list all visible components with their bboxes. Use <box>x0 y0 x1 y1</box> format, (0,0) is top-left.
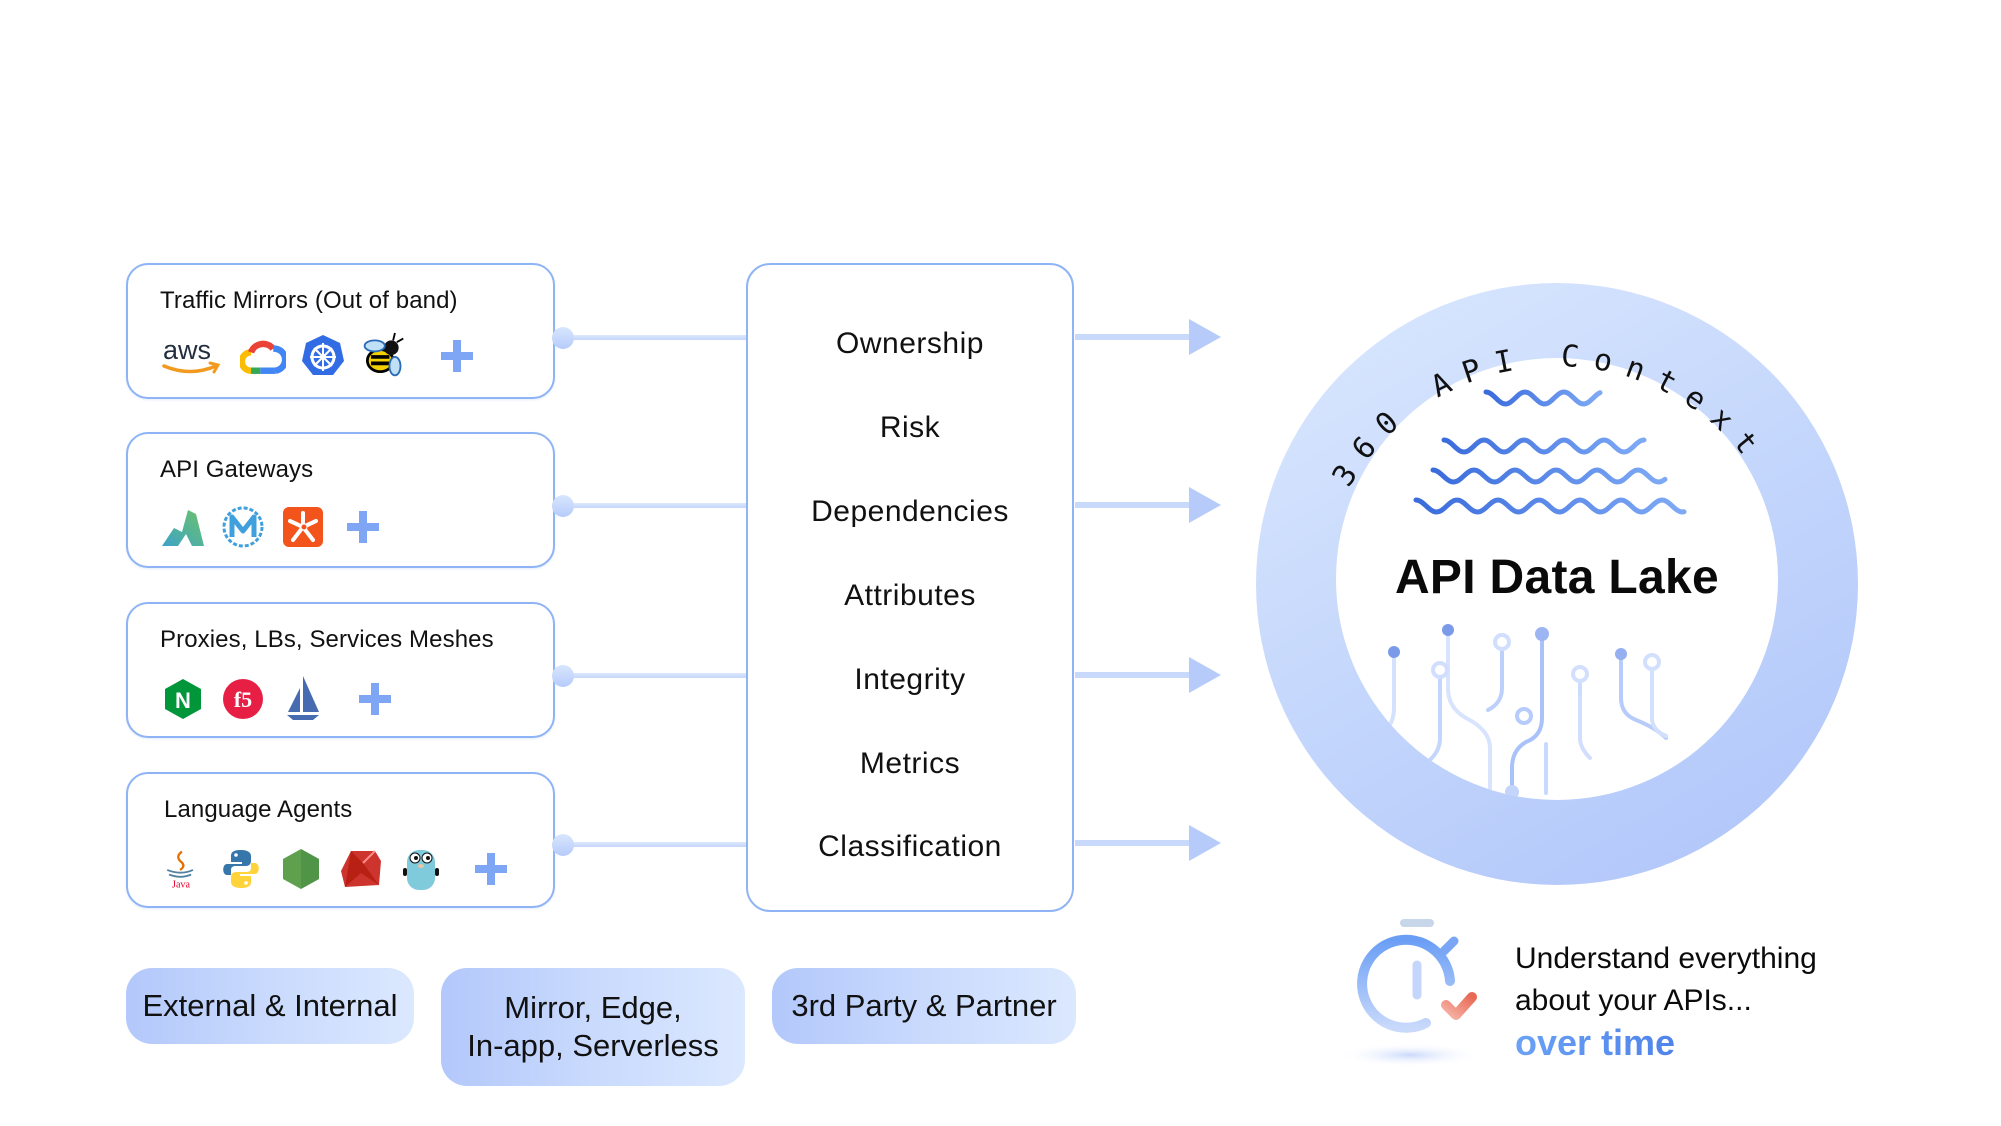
arrow-right-icon <box>1075 487 1221 523</box>
google-cloud-icon <box>240 333 286 379</box>
source-title: Language Agents <box>164 796 353 823</box>
icon-row: aws <box>160 331 480 381</box>
connector-line <box>562 673 746 678</box>
pill-label: External & Internal <box>142 988 398 1024</box>
context-item-attributes: Attributes <box>844 579 976 612</box>
source-box-api-gateways: API Gateways <box>126 432 555 568</box>
context-item-integrity: Integrity <box>854 663 966 696</box>
connector-dot <box>552 834 574 856</box>
context-item-classification: Classification <box>818 830 1002 863</box>
source-box-traffic-mirrors: Traffic Mirrors (Out of band) aws <box>126 263 555 399</box>
category-pill-3rd-party: 3rd Party & Partner <box>772 968 1076 1044</box>
source-box-proxies: Proxies, LBs, Services Meshes N f5 <box>126 602 555 738</box>
source-box-language-agents: Language Agents Java <box>126 772 555 908</box>
pill-label-line: In-app, Serverless <box>467 1028 719 1063</box>
category-pill-external-internal: External & Internal <box>126 968 414 1044</box>
connector-line <box>562 842 746 847</box>
tagline-line-1: Understand everything <box>1515 942 1817 975</box>
icon-row <box>160 502 386 552</box>
aws-wordmark: aws <box>163 335 211 365</box>
go-gopher-icon <box>398 846 444 892</box>
data-lake-title: API Data Lake <box>1394 551 1720 604</box>
zeek-bee-icon <box>360 332 406 379</box>
plus-icon[interactable] <box>434 333 480 379</box>
nginx-letter: N <box>175 688 191 713</box>
aws-icon: aws <box>160 333 226 379</box>
connector-dot <box>552 665 574 687</box>
icon-row: Java <box>158 844 514 894</box>
connector-dot <box>552 495 574 517</box>
plus-icon[interactable] <box>340 504 386 550</box>
arrow-right-icon <box>1075 657 1221 693</box>
connector-line <box>562 335 746 340</box>
tagline-accent: over time <box>1515 1022 1676 1063</box>
java-wordmark: Java <box>172 879 190 890</box>
nodejs-icon <box>278 846 324 892</box>
category-pill-deployment: Mirror, Edge, In-app, Serverless <box>441 968 745 1086</box>
pill-label: 3rd Party & Partner <box>791 988 1057 1024</box>
wave-lines-icon <box>1413 389 1687 515</box>
plus-icon[interactable] <box>352 676 398 722</box>
tagline-line-2: about your APIs... <box>1515 984 1752 1017</box>
python-icon <box>218 846 264 892</box>
f5-icon: f5 <box>220 676 266 722</box>
ring-label-arc: 360 API Context <box>1326 339 1773 493</box>
context-item-dependencies: Dependencies <box>811 495 1009 528</box>
pill-label-line: Mirror, Edge, <box>504 990 682 1026</box>
java-icon: Java <box>158 846 204 892</box>
mulesoft-icon <box>220 504 266 550</box>
apigee-star-icon <box>280 504 326 550</box>
kong-icon <box>160 504 206 550</box>
f5-letters: f5 <box>234 687 252 712</box>
connector-dot <box>552 327 574 349</box>
icon-row: N f5 <box>160 674 398 724</box>
context-item-risk: Risk <box>879 411 941 444</box>
nginx-icon: N <box>160 676 206 722</box>
ring-label: 360 API Context <box>1326 339 1773 493</box>
context-item-ownership: Ownership <box>836 327 984 360</box>
ruby-icon <box>338 846 384 892</box>
istio-sail-icon <box>280 676 326 722</box>
circuit-nodes-icon <box>1388 624 1661 799</box>
arrow-right-icon <box>1075 319 1221 355</box>
connector-line <box>562 503 746 508</box>
source-title: Traffic Mirrors (Out of band) <box>160 287 458 314</box>
kubernetes-icon <box>300 333 346 379</box>
context-item-metrics: Metrics <box>859 747 961 780</box>
plus-icon[interactable] <box>468 846 514 892</box>
stopwatch-check-icon <box>1340 919 1482 1067</box>
arrow-right-icon <box>1075 825 1221 861</box>
source-title: Proxies, LBs, Services Meshes <box>160 626 494 653</box>
data-lake-circle <box>1336 358 1778 800</box>
api-context-box: Ownership Risk Dependencies Attributes I… <box>746 263 1074 912</box>
source-title: API Gateways <box>160 456 314 483</box>
tagline: Understand everything about your APIs... <box>1515 938 1817 1022</box>
